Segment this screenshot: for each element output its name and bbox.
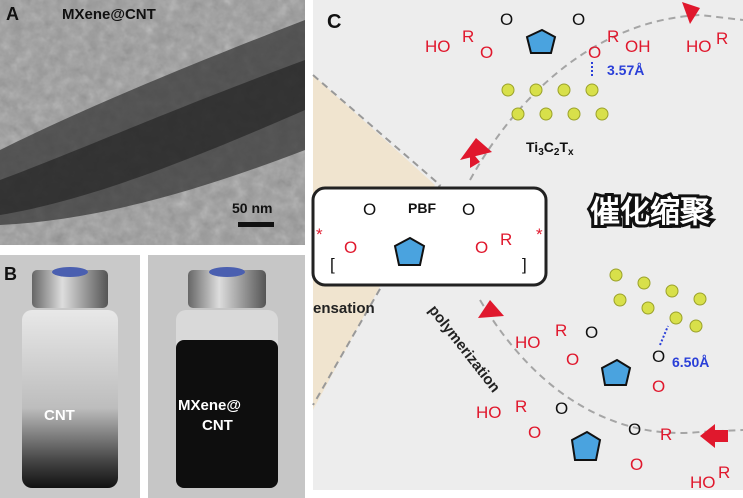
r-group: R	[555, 321, 567, 340]
bracket-right: ]	[522, 255, 527, 274]
ho-group: HO	[515, 333, 541, 352]
top-monomer: HO R O O O O R OH 3.57Å	[425, 10, 651, 78]
vial-cnt: CNT	[22, 267, 118, 488]
r-group: R	[515, 397, 527, 416]
carbonyl-o: O	[363, 200, 376, 219]
ho-group: HO	[425, 37, 451, 56]
mxene-formula: Ti3C2Tx	[526, 139, 574, 158]
panel-a-tem-image: A MXene@CNT 50 nm	[0, 0, 305, 245]
carbonyl-o: O	[462, 200, 475, 219]
condensation-text: ensation	[313, 300, 375, 317]
red-arrow-icon	[700, 424, 728, 448]
furan-ring	[525, 28, 557, 54]
carbonyl-o: O	[555, 399, 568, 418]
bottom-monomer-2: HO R O O O O	[476, 397, 643, 474]
ester-o: O	[652, 377, 665, 396]
panel-a-title: MXene@CNT	[62, 6, 156, 23]
panel-b-vials: B CNT MXene@ CNT	[0, 255, 305, 498]
scale-bar-label: 50 nm	[232, 200, 272, 216]
distance-bottom: 6.50Å	[672, 354, 709, 370]
chinese-title: 催化缩聚	[590, 196, 711, 229]
vial-label-mxene-line1: MXene@	[178, 397, 241, 414]
scale-bar	[238, 222, 274, 227]
r-group: R	[660, 425, 672, 444]
furan-ring	[393, 236, 426, 266]
panel-c-label: C	[327, 11, 341, 33]
ester-o: O	[475, 238, 488, 257]
vial-label-cnt: CNT	[44, 407, 75, 424]
furan-ring	[570, 430, 602, 461]
r-group: R	[716, 29, 728, 48]
carbonyl-o: O	[500, 10, 513, 29]
reaction-path-top	[469, 13, 743, 181]
mxene-lattice-top	[501, 83, 609, 121]
furan-ring	[600, 358, 632, 386]
r-group: R	[718, 463, 730, 482]
carbonyl-o: O	[585, 323, 598, 342]
ester-o: O	[480, 43, 493, 62]
r-group: R	[607, 27, 619, 46]
ester-o: O	[588, 43, 601, 62]
ho-group: HO	[686, 37, 712, 56]
ester-o: O	[566, 350, 579, 369]
polymer-name: PBF	[408, 200, 436, 216]
red-arrow-icon	[478, 300, 504, 318]
ester-o: O	[630, 455, 643, 474]
red-arrow-icon	[682, 2, 700, 24]
bracket-left: [	[330, 255, 335, 274]
carbonyl-o: O	[652, 347, 665, 366]
distance-top: 3.57Å	[607, 62, 644, 78]
red-arrow-icon	[460, 138, 492, 168]
panel-b-label: B	[4, 264, 17, 284]
mxene-lattice-bottom	[609, 268, 707, 333]
ester-o: O	[344, 238, 357, 257]
vial-mxene-cnt: MXene@ CNT	[176, 267, 278, 488]
panel-a-label: A	[6, 4, 19, 24]
bottom-monomer-1: HO R O O O O	[515, 321, 665, 396]
r-group: R	[462, 27, 474, 46]
ho-group: HO	[476, 403, 502, 422]
ho-group: HO	[690, 473, 716, 492]
oh-group: OH	[625, 37, 651, 56]
reaction-path-bottom	[479, 299, 743, 434]
star-end: *	[316, 225, 323, 244]
vial-label-mxene-line2: CNT	[202, 417, 233, 434]
star-end: *	[536, 225, 543, 244]
r-group: R	[500, 230, 512, 249]
panel-c-mechanism: C HO R O O O O R OH 3.57Å Ti3C2Tx	[311, 0, 743, 492]
pbf-structure-box: PBF * [ O O O O R ] *	[311, 186, 548, 287]
ester-o: O	[528, 423, 541, 442]
carbonyl-o: O	[572, 10, 585, 29]
carbonyl-o: O	[628, 420, 641, 439]
